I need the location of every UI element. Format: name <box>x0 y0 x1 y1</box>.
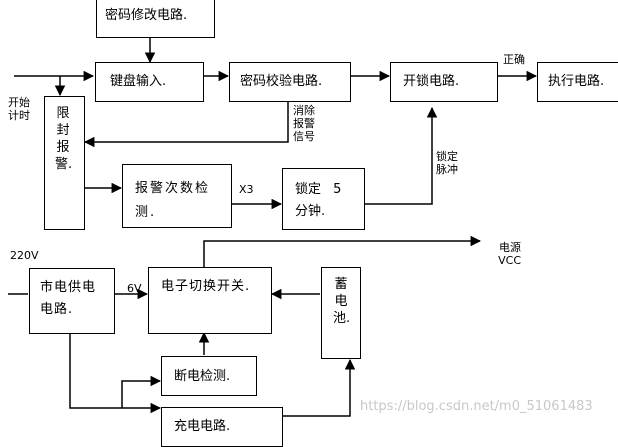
password-verify-text: 密码校验电路. <box>240 74 323 89</box>
lock-5min-box: 锁定 5 分钟. <box>282 168 365 230</box>
execute-box: 执行电路. <box>537 62 618 102</box>
battery-box: 蓄电池. <box>321 267 361 359</box>
alarm-count-detect-text: 报警次数检测. <box>135 181 211 220</box>
password-modify-text: 密码修改电路. <box>105 8 188 23</box>
power-fail-detect-text: 断电检测. <box>174 369 231 384</box>
correct-label: 正确 <box>503 53 525 66</box>
power-vcc-label: 电源 VCC <box>498 241 521 267</box>
mains-supply-box: 市电供电电路. <box>29 268 115 334</box>
alarm-count-detect-box: 报警次数检测. <box>122 164 232 228</box>
battery-text: 蓄电池. <box>333 277 351 326</box>
arrow-switch-to-vcc <box>203 235 482 267</box>
limit-seal-alarm-text: 限封报警. <box>55 106 73 172</box>
arrow-charge-to-battery <box>282 358 356 417</box>
electronic-switch-box: 电子切换开关. <box>148 267 272 334</box>
power-fail-detect-box: 断电检测. <box>161 356 257 396</box>
clear-alarm-signal-label: 消除报警信号 <box>293 104 315 143</box>
arrow-lock-pulse <box>365 106 438 205</box>
line-mains-down <box>69 334 122 409</box>
electronic-switch-text: 电子切换开关. <box>161 279 251 294</box>
password-verify-box: 密码校验电路. <box>229 62 351 102</box>
execute-text: 执行电路. <box>548 74 605 89</box>
keyboard-input-box: 键盘输入. <box>95 62 204 102</box>
limit-seal-alarm-box: 限封报警. <box>44 96 85 230</box>
220v-label: 220V <box>10 249 39 262</box>
charging-box: 充电电路. <box>161 407 283 447</box>
password-modify-box: 密码修改电路. <box>96 0 215 38</box>
x3-label: X3 <box>239 183 254 196</box>
keyboard-input-text: 键盘输入. <box>110 74 167 89</box>
watermark: https://blog.csdn.net/m0_51061483 <box>360 399 593 414</box>
6v-label: 6V <box>127 282 142 295</box>
start-timing-label: 开始计时 <box>8 96 30 122</box>
mains-supply-text: 市电供电电路. <box>40 280 97 317</box>
unlock-text: 开锁电路. <box>403 74 460 89</box>
connector-layer <box>8 38 538 417</box>
unlock-box: 开锁电路. <box>390 62 498 102</box>
arrow-clear-alarm <box>83 101 289 148</box>
lock-pulse-label: 锁定脉冲 <box>436 150 458 176</box>
arrow-mains-to-detect <box>121 375 162 408</box>
lock-5min-text: 锁定 5 分钟. <box>295 182 342 219</box>
